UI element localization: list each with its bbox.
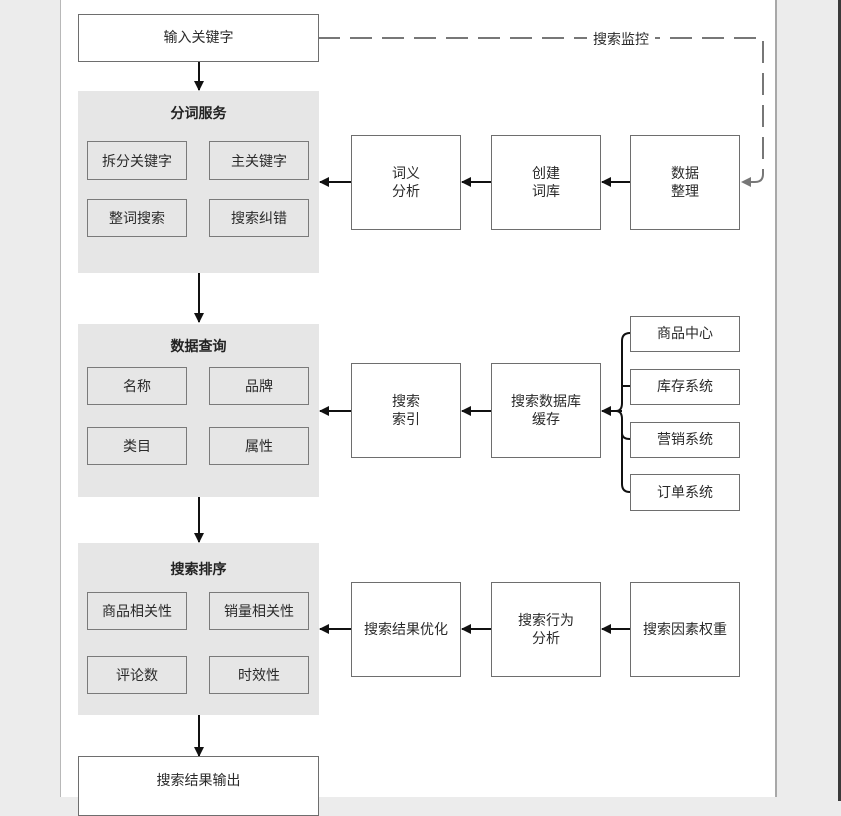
- query-item: 品牌: [209, 367, 309, 405]
- input-keyword-box: 输入关键字: [78, 14, 319, 62]
- panel-title: 搜索排序: [170, 562, 227, 578]
- bracket-tick-marketing: [621, 432, 631, 440]
- segmentation-item: 拆分关键字: [87, 141, 187, 180]
- source-system-box: 商品中心: [630, 316, 740, 352]
- panel-search-ranking: 搜索排序 商品相关性 销量相关性 评论数 时效性: [78, 543, 319, 715]
- result-optimization-box: 搜索结果优化: [351, 582, 461, 677]
- behavior-analysis-box: 搜索行为 分析: [491, 582, 601, 677]
- segmentation-item: 搜索纠错: [209, 199, 309, 237]
- panel-title: 分词服务: [170, 106, 227, 122]
- source-system-box: 营销系统: [630, 422, 740, 458]
- input-keyword-label: 输入关键字: [163, 30, 234, 46]
- panel-title: 数据查询: [170, 339, 227, 355]
- window-edge: [838, 0, 841, 801]
- panel-data-query: 数据查询 名称 品牌 类目 属性: [78, 324, 319, 497]
- search-output-label: 搜索结果输出: [156, 773, 241, 789]
- ranking-item: 商品相关性: [87, 592, 187, 630]
- create-lexicon-box: 创建 词库: [491, 135, 601, 230]
- search-index-box: 搜索 索引: [351, 363, 461, 458]
- source-system-box: 订单系统: [630, 474, 740, 511]
- query-item: 类目: [87, 427, 187, 465]
- data-preparation-box: 数据 整理: [630, 135, 740, 230]
- segmentation-item: 主关键字: [209, 141, 309, 180]
- search-db-cache-box: 搜索数据库 缓存: [491, 363, 601, 458]
- ranking-item: 销量相关性: [209, 592, 309, 630]
- query-item: 名称: [87, 367, 187, 405]
- monitor-label: 搜索监控: [587, 29, 655, 49]
- search-output-box: 搜索结果输出: [78, 756, 319, 816]
- query-item: 属性: [209, 427, 309, 465]
- segmentation-item: 整词搜索: [87, 199, 187, 237]
- monitor-dashed-line: [318, 37, 764, 187]
- ranking-item: 时效性: [209, 656, 309, 694]
- sources-bracket: [615, 332, 631, 493]
- panel-segmentation: 分词服务 拆分关键字 主关键字 整词搜索 搜索纠错: [78, 91, 319, 273]
- source-system-box: 库存系统: [630, 369, 740, 405]
- ranking-item: 评论数: [87, 656, 187, 694]
- semantic-analysis-box: 词义 分析: [351, 135, 461, 230]
- bottom-strip: [0, 797, 838, 801]
- factor-weight-box: 搜索因素权重: [630, 582, 740, 677]
